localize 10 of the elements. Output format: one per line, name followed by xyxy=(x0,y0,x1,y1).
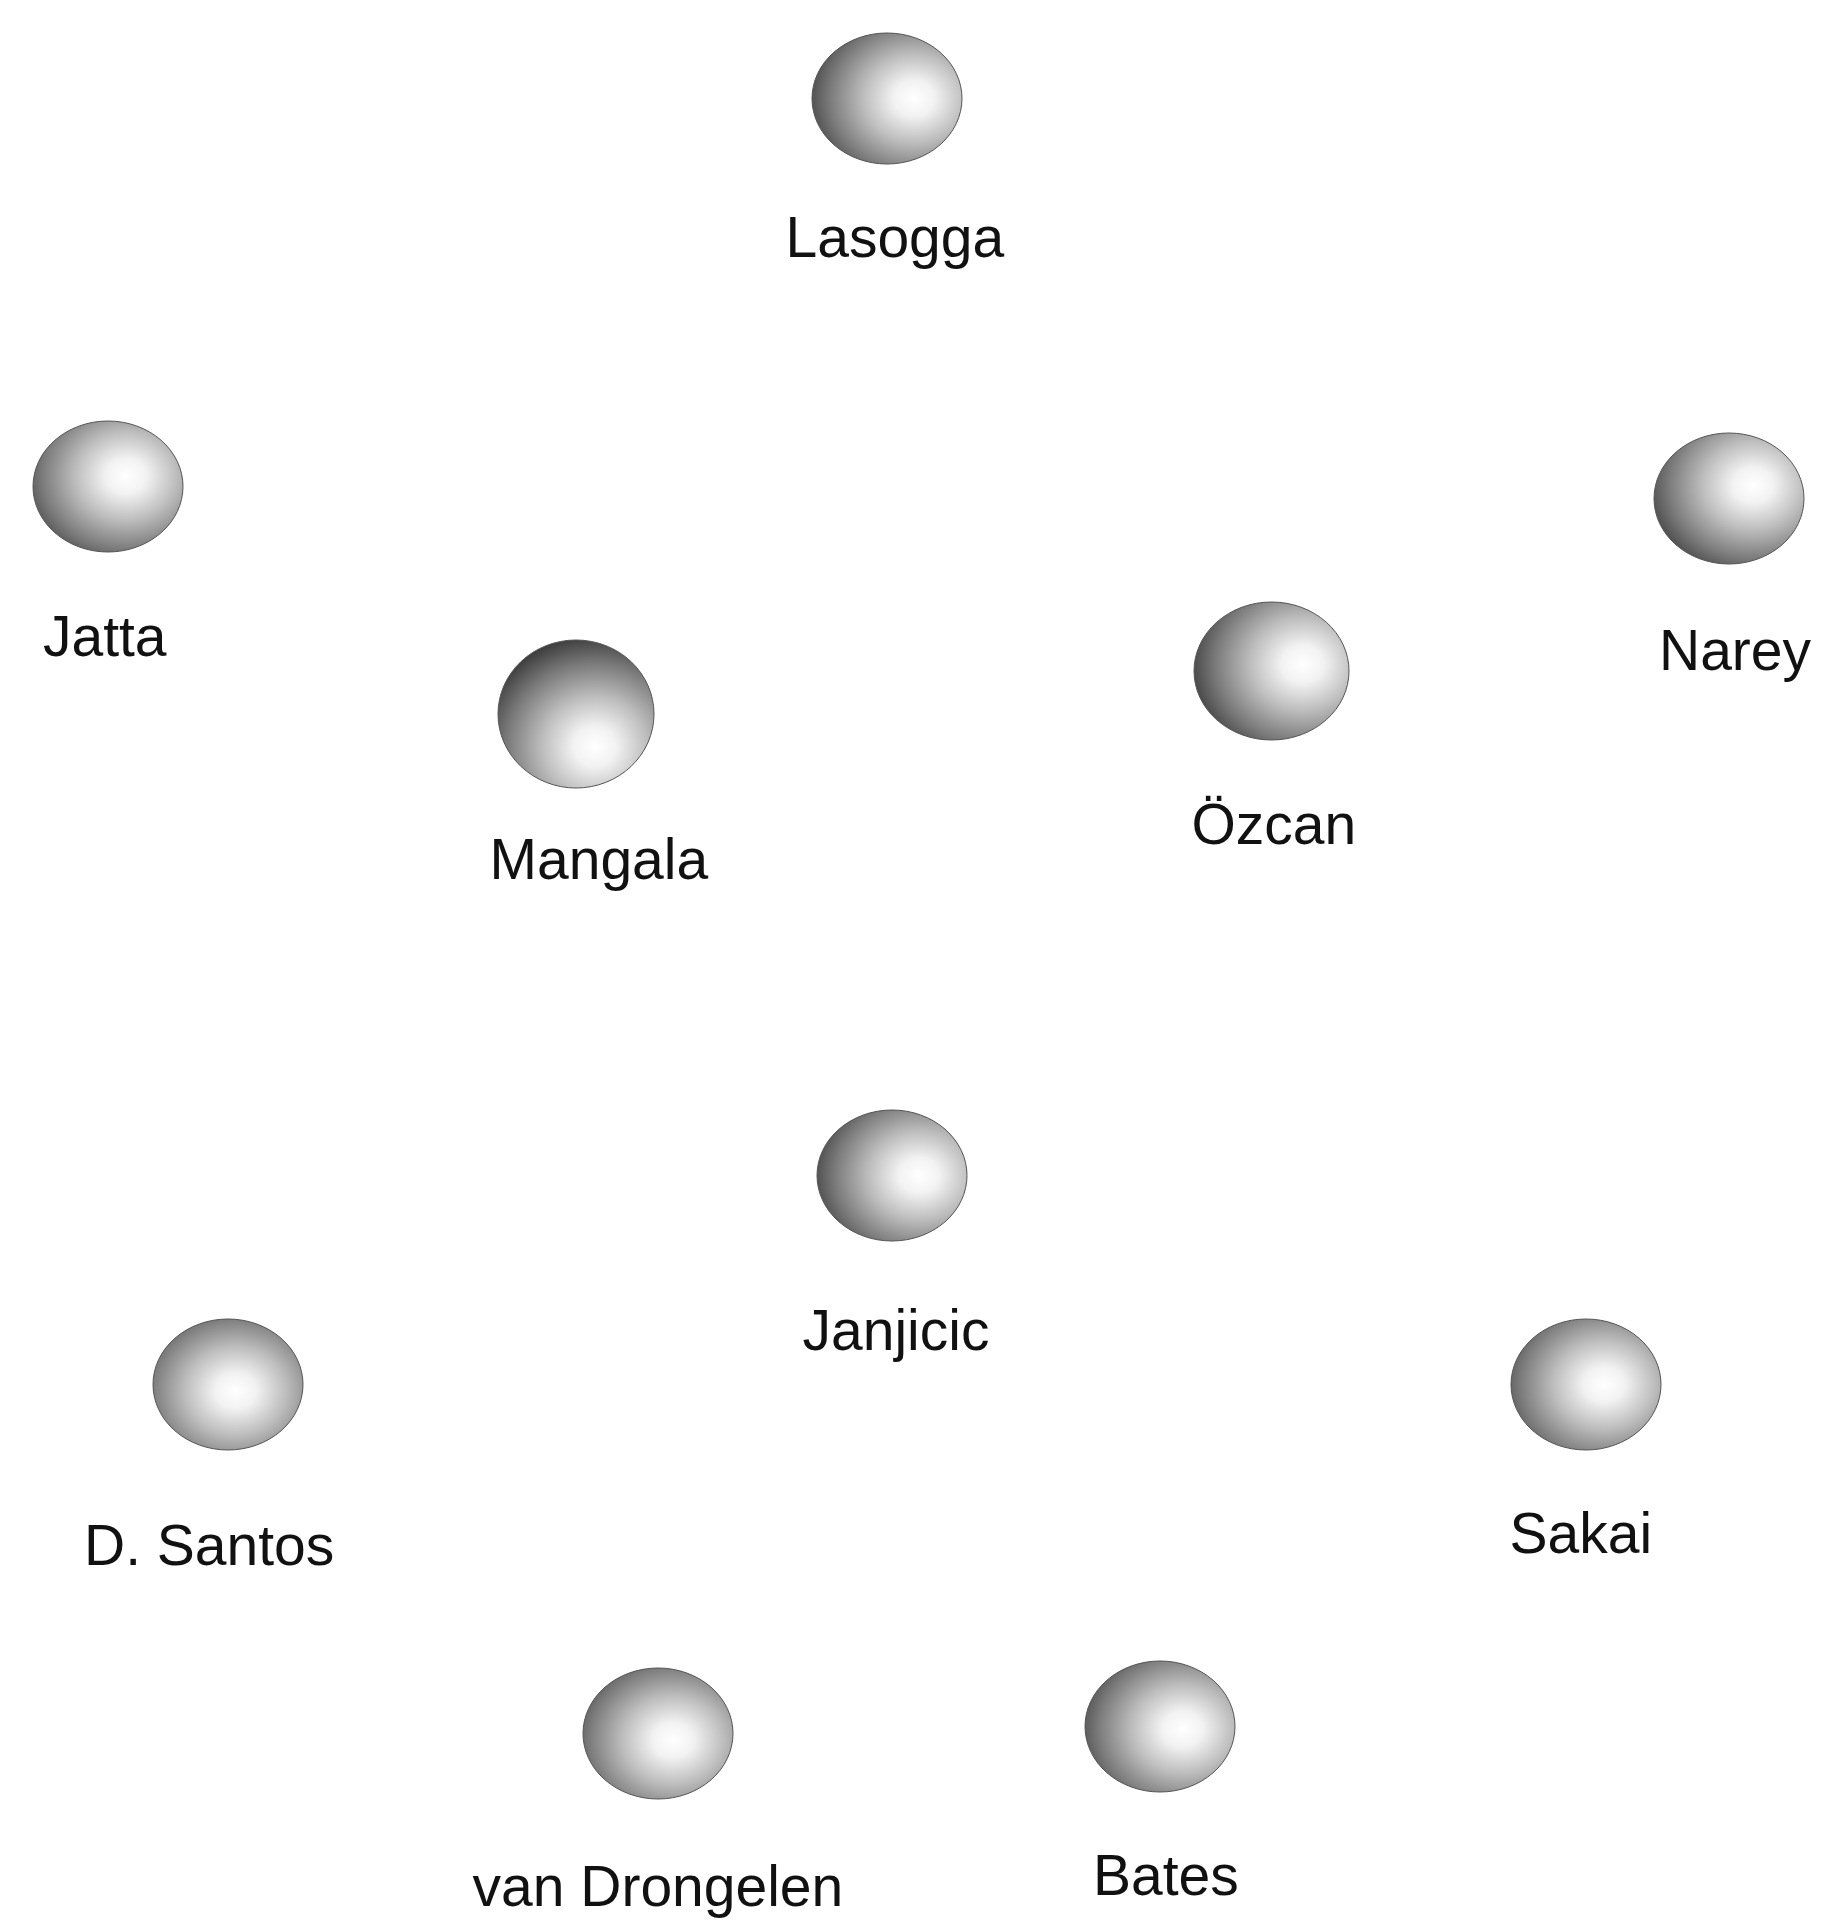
player-name: Janjicic xyxy=(802,1298,990,1362)
player-name: D. Santos xyxy=(84,1513,335,1577)
player-name: Jatta xyxy=(43,604,167,668)
player-name: Sakai xyxy=(1509,1501,1653,1565)
player-name: van Drongelen xyxy=(472,1854,844,1918)
player-name: Bates xyxy=(1093,1843,1239,1907)
player-name: Lasogga xyxy=(785,205,1005,269)
player-name: Narey xyxy=(1659,618,1812,682)
player-name: Özcan xyxy=(1191,792,1357,856)
player-name: Mangala xyxy=(489,827,709,891)
